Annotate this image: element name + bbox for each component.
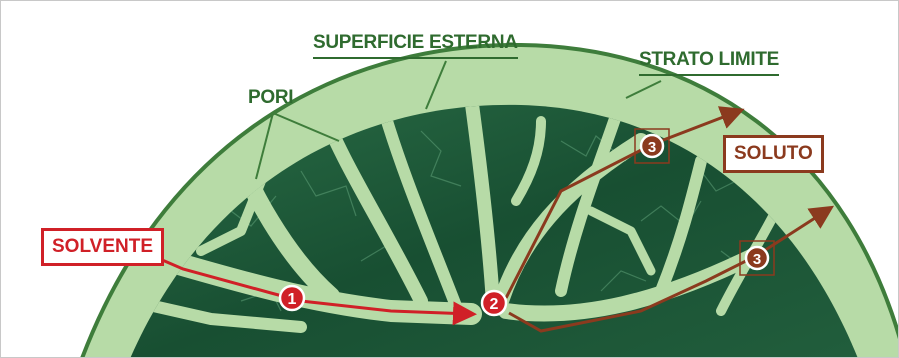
step-marker-3-upper: 3 — [641, 135, 663, 157]
step-marker-2: 2 — [482, 291, 506, 315]
label-solvent: SOLVENTE — [41, 228, 164, 266]
label-pores: PORI — [248, 87, 293, 109]
step-number-2: 2 — [490, 296, 499, 313]
label-boundary-layer: STRATO LIMITE — [639, 49, 779, 76]
step-marker-3-lower: 3 — [746, 247, 768, 269]
step-number-3-upper: 3 — [648, 139, 656, 156]
step-marker-1: 1 — [280, 286, 304, 310]
step-number-1: 1 — [288, 291, 297, 308]
step-number-3-lower: 3 — [753, 251, 761, 268]
label-solute: SOLUTO — [723, 135, 824, 173]
label-surface: SUPERFICIE ESTERNA — [313, 32, 518, 59]
